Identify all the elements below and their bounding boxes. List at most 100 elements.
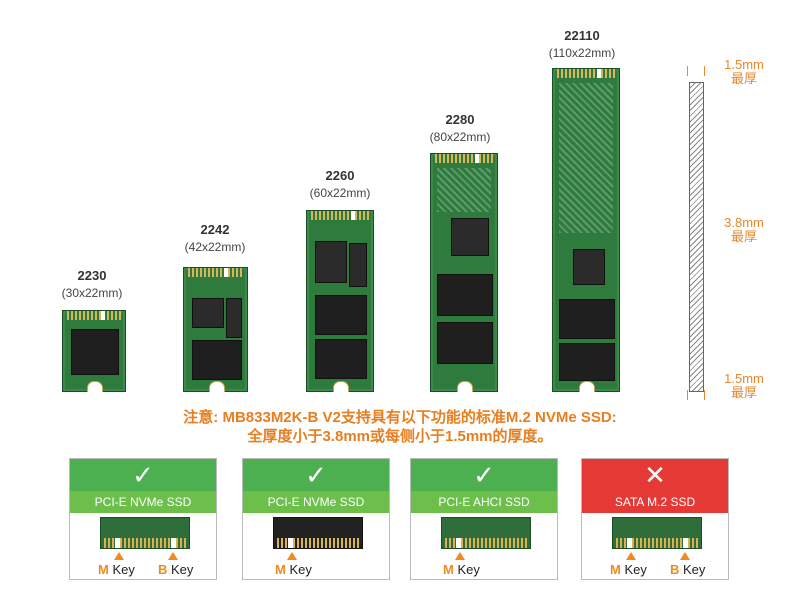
arrow-up-icon [287,552,297,560]
thickness-tick-bottom [687,390,688,400]
controller-chip [451,218,489,256]
ssd-connector-icon [273,517,363,549]
m-key-slot [171,538,176,548]
drive-size: (30x22mm) [61,286,123,300]
gold-contacts [188,268,243,277]
m-key-slot [288,538,293,548]
notice-line-1: 注意: MB833M2K-B V2支持具有以下功能的标准M.2 NVMe SSD… [183,409,617,426]
gold-contacts [104,538,186,548]
key-notch [597,69,601,78]
arrow-up-icon [455,552,465,560]
key-notch [224,268,228,277]
gold-contacts [616,538,698,548]
thickness-value: 1.5mm [724,57,764,72]
ssd-board-2280 [430,153,498,392]
gold-contacts [311,211,369,220]
check-icon: ✓ [305,460,327,490]
compat-card-nvme-mb: ✓ PCI-E NVMe SSD M Key B Key [69,458,217,580]
compat-card-ahci-m: ✓ PCI-E AHCI SSD M Key [410,458,558,580]
drive-size: (60x22mm) [309,186,371,200]
m-key-slot [456,538,461,548]
screw-notch [333,381,349,392]
nand-chip [437,274,493,316]
screw-notch [208,381,225,392]
arrow-up-icon [114,552,124,560]
drive-code: 2260 [325,168,355,183]
cache-chip [349,243,367,287]
thickness-note: 最厚 [730,385,757,400]
drive-code: 2242 [200,222,230,237]
b-key-slot [115,538,120,548]
ssd-connector-icon [441,517,531,549]
key-notch [101,311,105,320]
component-area [437,168,491,212]
key-notch [351,211,355,220]
check-icon: ✓ [473,460,495,490]
arrow-up-icon [168,552,178,560]
thickness-tick-bottom [704,390,705,400]
gold-contacts [67,311,121,320]
gold-contacts [557,69,615,78]
controller-chip [573,249,605,285]
thickness-side-view [689,82,704,392]
thickness-top: 1.5mm 最厚 [714,58,774,86]
screw-notch [87,381,103,392]
thickness-tick-top [687,66,688,76]
drive-label-2280: 2280 (80x22mm) [405,112,515,146]
drive-label-2242: 2242 (42x22mm) [160,222,270,256]
component-area [559,83,613,233]
key-b: B Key [670,562,706,577]
compat-card-sata: ✕ SATA M.2 SSD M Key B Key [581,458,729,580]
ssd-board-2242 [183,267,248,392]
card-header [243,459,389,491]
cross-icon: ✕ [644,460,666,490]
thickness-note: 最厚 [730,71,757,86]
screw-notch [457,381,473,392]
arrow-up-icon [626,552,636,560]
nand-chip [192,340,242,380]
nand-chip [559,343,615,381]
key-notch [475,154,479,163]
key-m: M Key [275,562,312,577]
key-m: M Key [98,562,135,577]
card-label: SATA M.2 SSD [582,491,728,513]
nand-chip [559,299,615,339]
card-label: PCI-E AHCI SSD [411,491,557,513]
nand-chip [315,295,367,335]
thickness-value: 1.5mm [724,371,764,386]
thickness-value: 3.8mm [724,215,764,230]
key-m: M Key [443,562,480,577]
drive-code: 2280 [445,112,475,127]
drive-code: 22110 [564,28,600,43]
check-icon: ✓ [132,460,154,490]
card-label: PCI-E NVMe SSD [243,491,389,513]
nand-chip [437,322,493,364]
notice-line-2: 全厚度小于3.8mm或每侧小于1.5mm的厚度。 [247,428,553,445]
drive-size: (80x22mm) [429,130,491,144]
gold-contacts [277,538,359,548]
drive-code: 2230 [77,268,107,283]
ssd-board-2230 [62,310,126,392]
thickness-middle: 3.8mm 最厚 [714,216,774,244]
drive-label-2230: 2230 (30x22mm) [37,268,147,302]
screw-notch [579,381,595,392]
key-b: B Key [158,562,194,577]
card-header [70,459,216,491]
nand-chip [315,339,367,379]
ssd-connector-icon [612,517,702,549]
controller-chip [192,298,224,328]
drive-label-2260: 2260 (60x22mm) [285,168,395,202]
card-header [411,459,557,491]
ssd-board-2260 [306,210,374,392]
card-label: PCI-E NVMe SSD [70,491,216,513]
card-header [582,459,728,491]
key-m: M Key [610,562,647,577]
drive-size: (42x22mm) [184,240,246,254]
ssd-board-22110 [552,68,620,392]
drive-size: (110x22mm) [548,46,616,60]
thickness-bottom: 1.5mm 最厚 [714,372,774,400]
drive-label-22110: 22110 (110x22mm) [527,28,637,62]
gold-contacts [445,538,527,548]
ssd-connector-icon [100,517,190,549]
b-key-slot [627,538,632,548]
